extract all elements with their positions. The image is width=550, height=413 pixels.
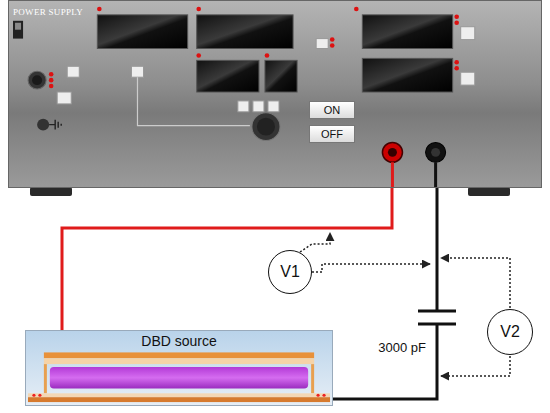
- capacitance-label: 3000 pF: [376, 340, 428, 355]
- voltmeter-circle: V2: [487, 309, 533, 355]
- ground-wire: [333, 188, 437, 399]
- node-label: DBD source: [141, 333, 216, 349]
- node-label: V1: [280, 263, 300, 281]
- dbd-source-box: DBD source: [25, 330, 333, 406]
- power-supply-panel: POWER SUPPLY ON OFF: [8, 0, 542, 188]
- panel-title: POWER SUPPLY: [13, 7, 541, 17]
- node-label: V2: [500, 323, 520, 341]
- node-label: OFF: [321, 128, 343, 140]
- node-label: ON: [324, 104, 341, 116]
- off-button: OFF: [309, 125, 355, 143]
- voltmeter-circle: V1: [268, 250, 312, 294]
- on-button: ON: [309, 101, 355, 119]
- panel-illustration: [9, 1, 541, 187]
- hv-wire: [62, 188, 392, 330]
- panel-foot: [30, 187, 72, 196]
- panel-foot: [468, 187, 510, 196]
